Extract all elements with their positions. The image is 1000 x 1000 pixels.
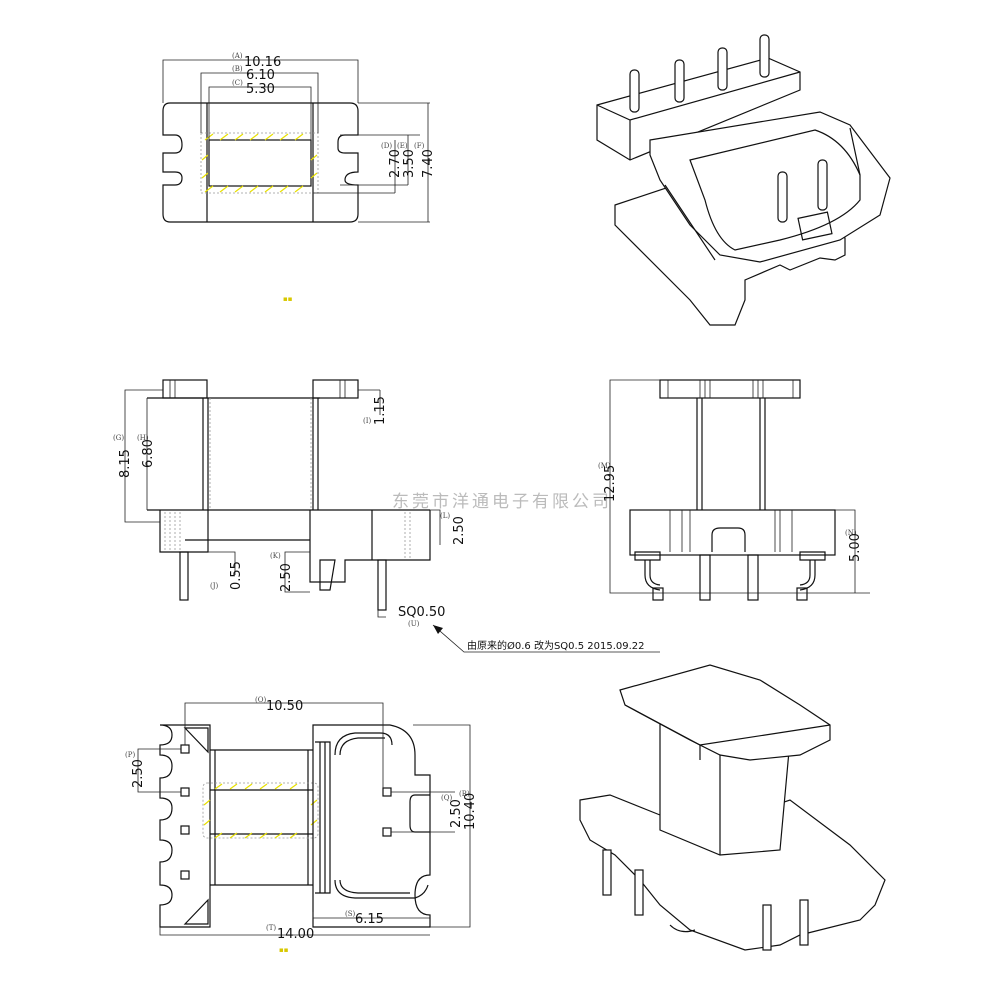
dim-a: 10.16 <box>244 55 281 70</box>
svg-text:(S): (S) <box>345 910 356 918</box>
svg-text:▪▪: ▪▪ <box>279 946 289 954</box>
dim-tag-e: (E) <box>397 142 408 150</box>
dim-o: 10.50 <box>266 699 303 714</box>
dim-e: 3.50 <box>402 149 417 178</box>
dim-pin-square: SQ0.50 <box>398 605 445 620</box>
dim-lines-def <box>394 103 429 222</box>
top-view-outline <box>162 102 359 223</box>
svg-text:(O): (O) <box>255 696 266 704</box>
revision-note: 由原来的Ø0.6 改为SQ0.5 2015.09.22 <box>432 624 660 653</box>
company-watermark: 东莞市洋通电子有限公司 <box>392 492 612 512</box>
dim-f: 7.40 <box>421 149 436 178</box>
isometric-view-bottom <box>579 664 886 951</box>
bottom-view: (O) 10.50 (P) 2.50 (Q) 2.50 (R) 10.40 (S… <box>125 696 478 942</box>
dim-b: 6.10 <box>246 68 275 83</box>
dim-c: 5.30 <box>246 82 275 97</box>
svg-text:(M): (M) <box>598 462 611 470</box>
dim-m: 12.95 <box>603 465 618 502</box>
dim-tag-f: (F) <box>414 142 425 150</box>
revision-note-text: 由原来的Ø0.6 改为SQ0.5 2015.09.22 <box>467 639 645 652</box>
svg-text:(P): (P) <box>125 751 135 759</box>
dim-p: 2.50 <box>131 759 146 788</box>
dim-tag-a: (A) <box>232 52 243 60</box>
core-window <box>208 139 312 187</box>
svg-text:(R): (R) <box>459 790 470 798</box>
dim-tag-d: (D) <box>381 142 392 150</box>
svg-text:(H): (H) <box>137 434 149 442</box>
hatch-lines <box>201 133 318 193</box>
dim-r: 10.40 <box>463 793 478 830</box>
dim-j: 0.55 <box>229 561 244 590</box>
side-view: (G) 8.15 (H) 6.80 (I) 1.15 (J) 0.55 (K) … <box>113 379 467 628</box>
dim-d: 2.70 <box>388 149 403 178</box>
dim-s: 6.15 <box>355 912 384 927</box>
svg-text:(G): (G) <box>113 434 124 442</box>
dim-l: 2.50 <box>452 516 467 545</box>
dim-tag-c: (C) <box>232 79 243 87</box>
svg-text:(U): (U) <box>408 620 420 628</box>
hatched-core <box>200 132 319 194</box>
svg-text:(Q): (Q) <box>441 794 452 802</box>
svg-text:(J): (J) <box>210 582 219 590</box>
svg-text:(K): (K) <box>270 552 281 560</box>
top-view: (A) 10.16 (B) 6.10 (C) 5.30 (D) (E) (F) … <box>162 52 436 223</box>
dim-q: 2.50 <box>449 799 464 828</box>
dim-k: 2.50 <box>279 563 294 592</box>
svg-text:▪▪: ▪▪ <box>283 295 293 303</box>
svg-text:(T): (T) <box>266 924 276 932</box>
dim-tag-b: (B) <box>232 65 243 73</box>
dim-n: 5.00 <box>848 533 863 562</box>
isometric-view-top <box>596 34 891 326</box>
dim-h: 6.80 <box>141 439 156 468</box>
dim-lines-abc <box>162 59 359 140</box>
svg-text:(I): (I) <box>363 417 371 425</box>
dim-g: 8.15 <box>118 449 133 478</box>
dim-t: 14.00 <box>277 927 314 942</box>
svg-text:(L): (L) <box>440 512 450 520</box>
front-view: (M) 12.95 (N) 5.00 <box>598 379 870 601</box>
dim-i: 1.15 <box>373 396 388 425</box>
svg-text:(N): (N) <box>845 529 857 537</box>
